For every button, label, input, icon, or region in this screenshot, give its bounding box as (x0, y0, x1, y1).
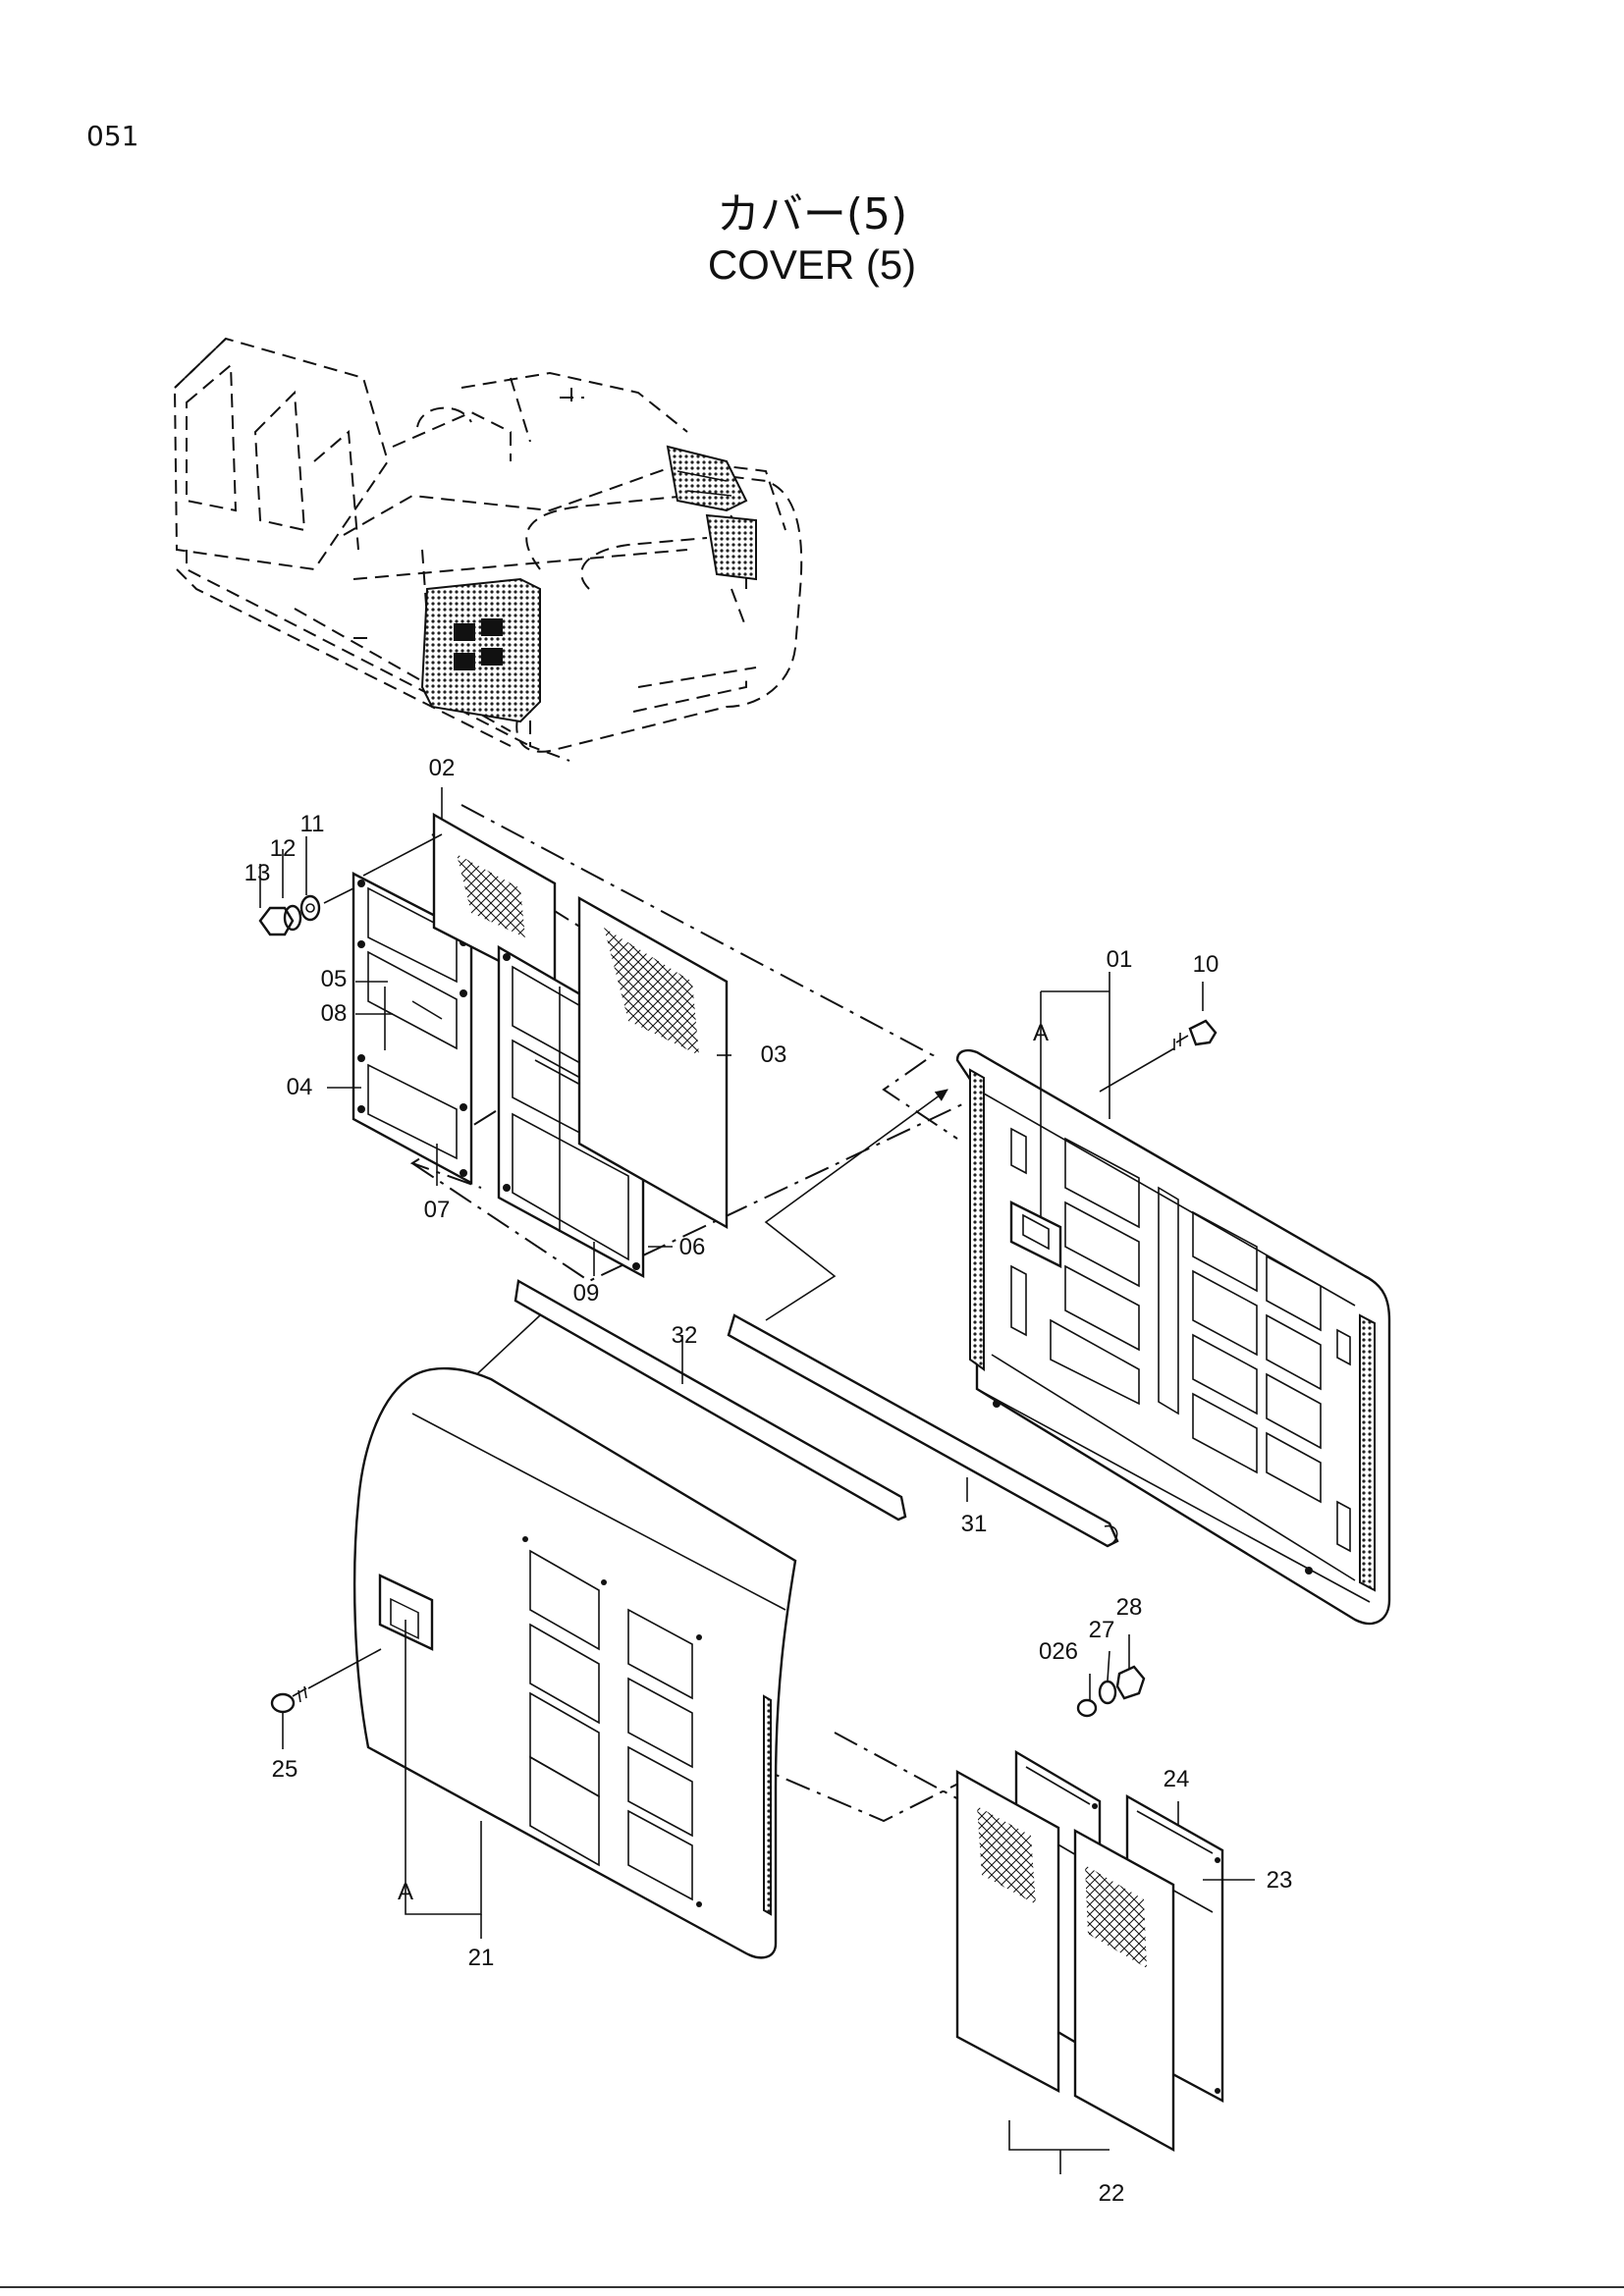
hardware-026-27-28 (1076, 1634, 1146, 1718)
callout-12: 12 (270, 835, 297, 862)
marker-a-lower: A (398, 1879, 413, 1905)
title-japanese: カバー(5) (716, 189, 908, 240)
page-number: 051 (86, 120, 139, 152)
callout-05: 05 (321, 966, 348, 992)
mesh-panel-22 (955, 1769, 1175, 2153)
callout-31: 31 (961, 1511, 988, 1537)
arrow-to-door-01 (764, 1089, 948, 1321)
cover-21 (352, 1366, 797, 1959)
title-english: COVER (5) (707, 241, 917, 288)
arrow-to-cover-21 (465, 1314, 541, 1385)
bolt-10 (1099, 1019, 1218, 1093)
hardware-11-12-13 (258, 836, 354, 936)
callout-02: 02 (429, 755, 456, 781)
callout-10: 10 (1193, 951, 1219, 978)
callout-04: 04 (287, 1074, 313, 1100)
callout-06: 06 (679, 1234, 706, 1260)
machine-overview (173, 337, 803, 762)
rubber-strip-32 (514, 1279, 907, 1522)
callout-25: 25 (272, 1756, 298, 1783)
callout-13: 13 (244, 860, 271, 886)
marker-a-upper: A (1033, 1020, 1049, 1046)
mesh-panel-03 (577, 895, 729, 1230)
callout-24: 24 (1164, 1766, 1190, 1792)
callout-07: 07 (424, 1197, 451, 1223)
callout-11: 11 (300, 811, 325, 837)
callout-21: 21 (468, 1945, 495, 1971)
leader-lines (327, 787, 1255, 2174)
door-01 (955, 1048, 1391, 1626)
callout-labels: 02 11 12 13 01 10 05 08 04 03 07 06 09 3… (244, 755, 1293, 2207)
rubber-strip-31 (727, 1313, 1119, 1548)
callout-22: 22 (1099, 2180, 1125, 2207)
callout-27: 27 (1089, 1617, 1115, 1643)
callout-08: 08 (321, 1000, 348, 1027)
bottom-rule (0, 2286, 1624, 2288)
callout-026: 026 (1039, 1638, 1078, 1665)
callout-09: 09 (573, 1280, 600, 1307)
callout-01: 01 (1107, 946, 1133, 973)
callout-28: 28 (1116, 1594, 1143, 1621)
callout-23: 23 (1267, 1867, 1293, 1894)
callout-32: 32 (672, 1322, 698, 1349)
callout-03: 03 (761, 1041, 787, 1068)
screw-25 (270, 1648, 382, 1749)
